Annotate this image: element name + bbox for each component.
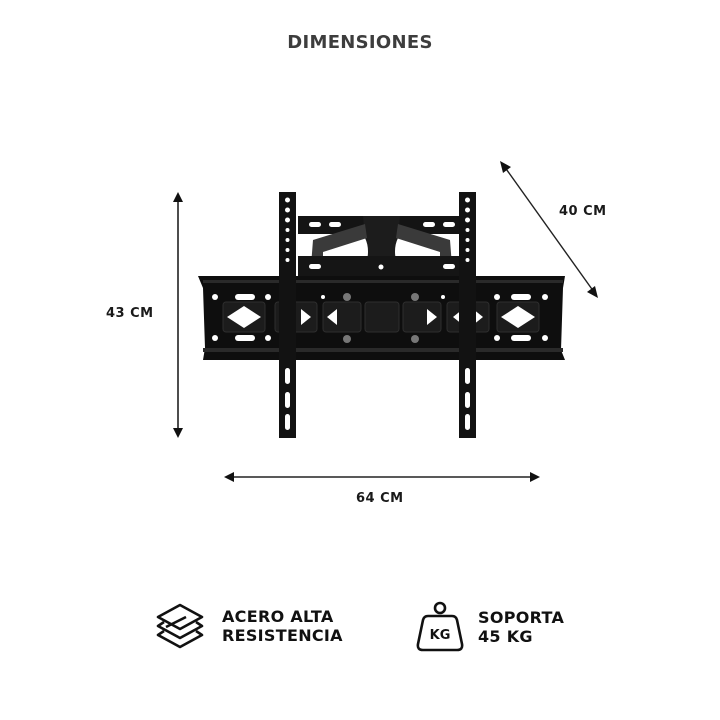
width-label: 64 CM [356,491,404,506]
layers-icon [156,603,204,649]
height-arrow [173,192,183,438]
feature-steel-line2: RESISTENCIA [222,626,343,645]
height-label: 43 CM [106,306,154,321]
feature-load-line2: 45 KG [478,627,533,646]
weight-kg-icon: KG [416,601,464,652]
svg-text:KG: KG [430,628,451,643]
feature-load-line1: SOPORTA [478,608,565,627]
feature-load: KG SOPORTA 45 KG [414,600,564,654]
width-arrow [224,472,540,482]
page-title: DIMENSIONES [287,32,433,53]
tv-wall-mount-image [198,192,565,438]
feature-steel-line1: ACERO ALTA [222,607,334,626]
feature-steel: ACERO ALTA RESISTENCIA [154,600,343,652]
depth-label: 40 CM [559,204,607,219]
depth-arrow [500,161,598,298]
